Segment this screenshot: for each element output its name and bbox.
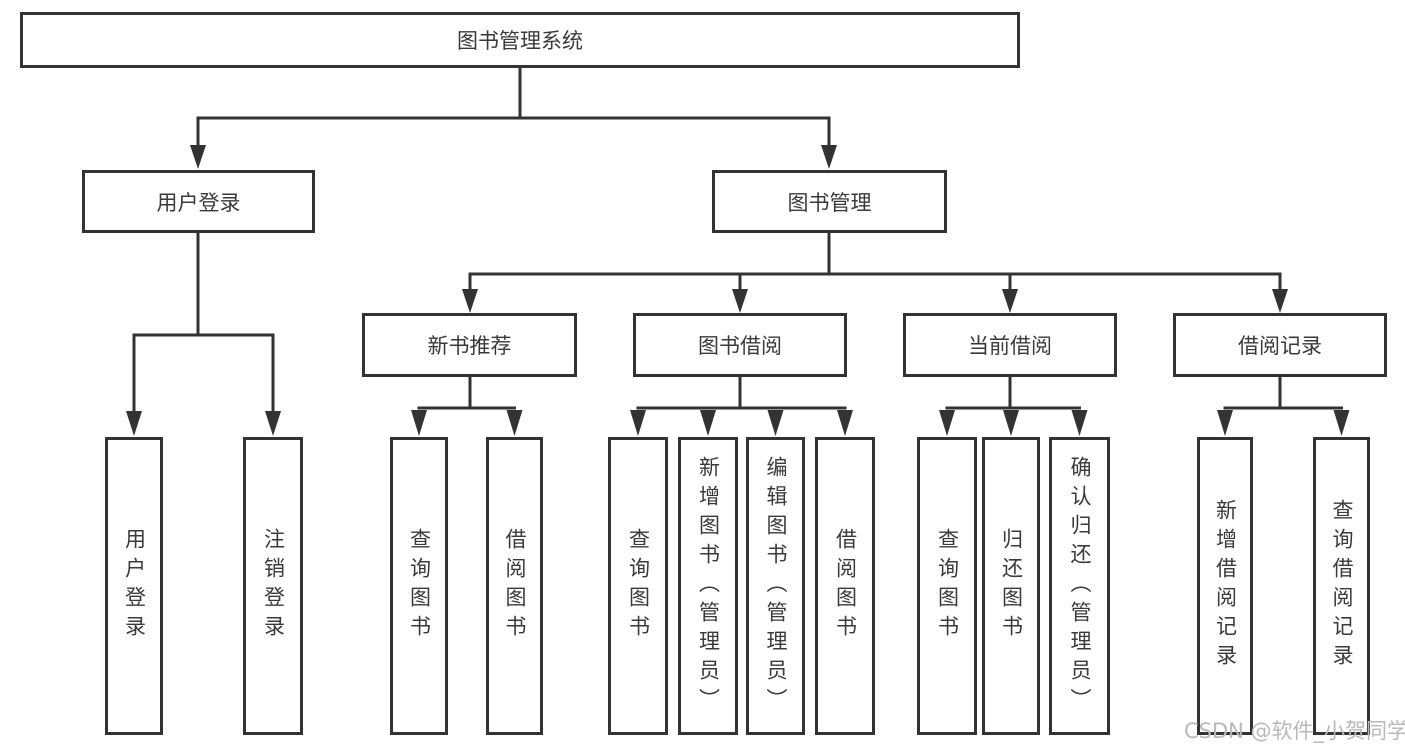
arrowhead-icon — [821, 145, 837, 169]
arrowhead-icon — [506, 410, 523, 436]
node-label: 借阅记录 — [1238, 334, 1322, 358]
leaf-query-borrow-record: 查询借阅记录 — [1313, 437, 1370, 735]
node-label: 查询图书 — [407, 528, 432, 644]
leaf-add-books-admin: 新增图书（管理员） — [678, 437, 738, 735]
arrowhead-icon — [1217, 410, 1233, 436]
arrowhead-icon — [190, 145, 206, 169]
arrowhead-icon — [126, 411, 142, 436]
leaf-query-books-recommend: 查询图书 — [390, 437, 448, 735]
arrowhead-icon — [837, 410, 853, 436]
arrowhead-icon — [1333, 410, 1350, 436]
arrowhead-icon — [732, 289, 748, 313]
node-label: 查询图书 — [626, 528, 651, 644]
arrowhead-icon — [1071, 410, 1088, 436]
leaf-borrow-books: 借阅图书 — [815, 437, 875, 735]
node-label: 图书管理 — [787, 190, 872, 215]
node-book-management: 图书管理 — [712, 170, 947, 233]
node-label: 用户登录 — [122, 528, 147, 644]
csdn-watermark: CSDN @软件_小贺同学 — [1184, 719, 1405, 743]
node-label: 查询借阅记录 — [1330, 499, 1354, 673]
node-book-borrowing: 图书借阅 — [633, 313, 847, 377]
node-user-login: 用户登录 — [82, 170, 315, 233]
leaf-logout: 注销登录 — [243, 437, 303, 735]
leaf-query-books-borrow: 查询图书 — [608, 437, 668, 735]
arrowhead-icon — [700, 410, 716, 436]
arrowhead-icon — [1272, 289, 1288, 313]
node-current-borrowing: 当前借阅 — [903, 313, 1117, 377]
node-borrowing-records: 借阅记录 — [1173, 313, 1387, 377]
leaf-borrow-books-recommend: 借阅图书 — [486, 437, 543, 735]
arrowhead-icon — [1002, 289, 1018, 313]
node-label: 图书借阅 — [698, 334, 782, 358]
arrowhead-icon — [265, 411, 281, 436]
leaf-query-books-current: 查询图书 — [917, 437, 977, 735]
node-label: 编辑图书（管理员） — [764, 455, 788, 717]
leaf-return-books: 归还图书 — [982, 437, 1040, 735]
arrowhead-icon — [411, 410, 427, 436]
arrowhead-icon — [939, 410, 955, 436]
node-label: 新增图书（管理员） — [696, 455, 721, 717]
node-label: 确认归还（管理员） — [1068, 455, 1092, 717]
arrowhead-icon — [1003, 410, 1019, 436]
node-label: 借阅图书 — [503, 528, 527, 644]
leaf-confirm-return-admin: 确认归还（管理员） — [1049, 437, 1110, 735]
arrowhead-icon — [630, 410, 646, 436]
leaf-add-borrow-record: 新增借阅记录 — [1197, 437, 1253, 735]
node-label: 注销登录 — [261, 528, 286, 644]
node-label: 用户登录 — [156, 190, 241, 215]
node-label: 新书推荐 — [427, 334, 512, 358]
node-label: 新增借阅记录 — [1213, 499, 1238, 673]
node-library-system: 图书管理系统 — [20, 12, 1020, 68]
node-new-book-recommend: 新书推荐 — [362, 313, 577, 377]
leaf-user-login: 用户登录 — [105, 437, 163, 735]
node-label: 当前借阅 — [968, 334, 1052, 358]
node-label: 查询图书 — [935, 528, 960, 644]
arrowhead-icon — [462, 289, 478, 313]
node-label: 归还图书 — [999, 528, 1024, 644]
node-label: 借阅图书 — [833, 528, 858, 644]
node-label: 图书管理系统 — [457, 29, 583, 53]
arrowhead-icon — [767, 410, 784, 436]
leaf-edit-books-admin: 编辑图书（管理员） — [746, 437, 805, 735]
